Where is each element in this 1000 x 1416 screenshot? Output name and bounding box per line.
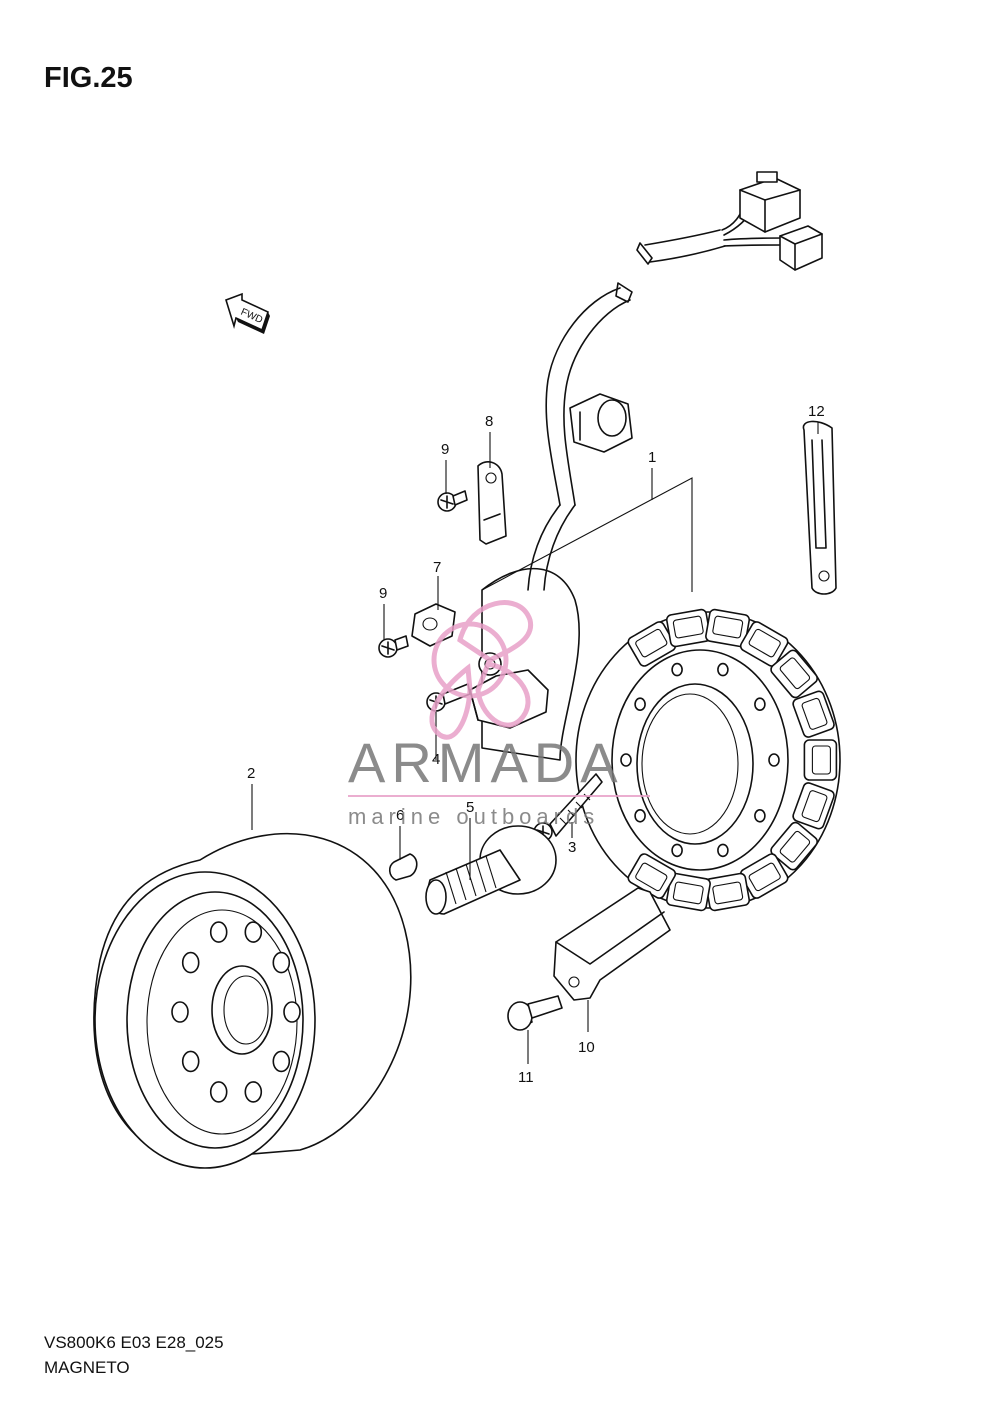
stator-mount-hole [768,753,780,767]
rotor-hole [244,921,263,943]
clamp-7-icon [411,603,456,647]
stator-poles [627,608,838,912]
section-name: MAGNETO [44,1358,130,1377]
rotor-hole [272,1050,291,1073]
wiring-harness [545,204,786,506]
screw-9-upper-icon [437,490,468,512]
rotor-holes [171,921,301,1103]
stator-mount-hole [671,843,683,858]
stator-pole [792,690,835,738]
connector-lower-icon [779,225,823,271]
stator-pole [705,872,751,912]
bolt-11-icon [507,995,563,1031]
callout-2: 2 [247,765,255,782]
stator-mount-holes [620,662,780,858]
stator-mount-hole [634,808,646,823]
stator-pole [803,739,838,781]
rotor-hole [209,921,228,943]
leader-lines [251,422,819,1064]
callout-12: 12 [808,403,825,420]
armada-logo-icon [429,600,534,740]
wire-clamp-12-icon [802,420,837,595]
stator-mount-hole [754,808,766,823]
stator-pole [665,872,711,912]
stator-mount-hole [671,662,683,677]
connector-upper-icon [739,171,801,233]
rotor-hole [272,951,291,974]
stator-pole [705,608,751,648]
stator-mount-hole [754,697,766,712]
woodruff-key-6-icon [388,853,418,881]
lead-wire-clamp-8 [477,461,507,545]
fwd-arrow-icon: FWD [225,292,270,334]
watermark: ARMADA marine outboards [348,600,650,829]
stator-mount-hole [717,843,729,858]
rotor-hole [171,1001,189,1023]
callout-10: 10 [578,1039,595,1056]
stator-pole [792,782,835,830]
harness-grommet-icon [569,393,633,453]
rotor-hole [244,1081,263,1103]
callout-7: 7 [433,559,441,576]
screw-9-lower-icon [378,635,409,658]
callout-11: 11 [518,1069,534,1086]
rotor-hole [181,951,200,974]
callout-5: 5 [466,799,474,816]
cover-plate-10 [553,887,671,1001]
stator-pole [770,821,819,871]
callout-6: 6 [396,807,404,824]
stator-mount-hole [620,753,632,767]
stator-mount-hole [634,697,646,712]
stator-pole [739,621,789,667]
figure-title: FIG.25 [44,62,133,94]
watermark-tagline: marine outboards [348,804,599,829]
callout-3: 3 [568,839,576,856]
callout-1: 1 [648,449,656,466]
rotor-hole [181,1050,200,1073]
stator-pole [665,608,711,648]
callout-9-upper: 9 [441,441,449,458]
stator-pole [770,649,819,699]
callout-9-lower: 9 [379,585,387,602]
rotor-bolt-5-icon [425,825,557,915]
stator-coil [575,608,841,912]
callout-4: 4 [432,751,440,768]
callout-8: 8 [485,413,493,430]
rotor-hole [209,1081,228,1103]
model-code: VS800K6 E03 E28_025 [44,1333,224,1352]
stator-mount-hole [717,662,729,677]
rotor-hole [283,1001,301,1023]
watermark-brand: ARMADA [348,731,624,794]
flywheel-rotor-2 [93,832,412,1169]
